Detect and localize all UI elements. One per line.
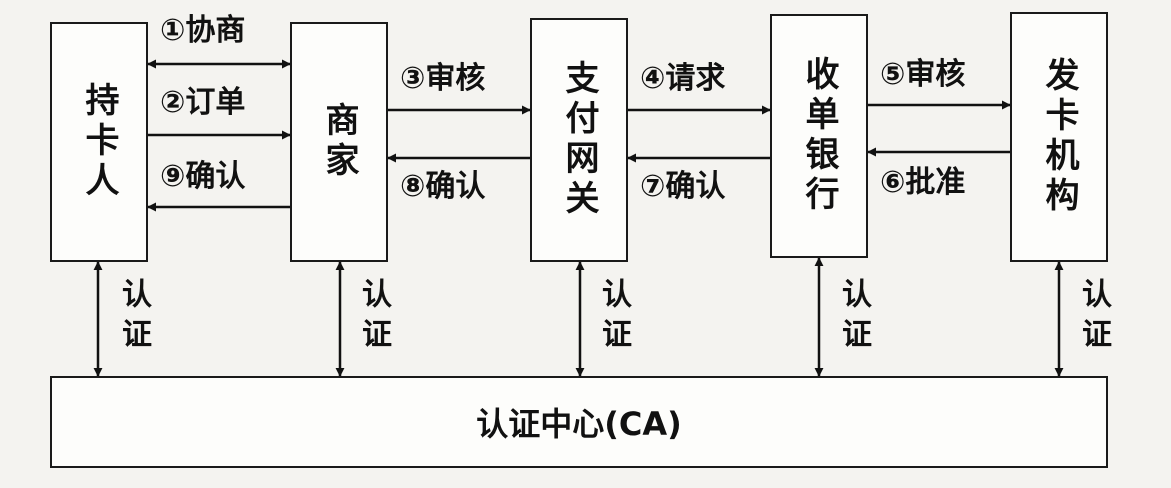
- flow-label-5: ⑤审核: [880, 57, 966, 92]
- merchant-label: 商家: [319, 102, 359, 182]
- flow-label-7: ⑦确认: [640, 169, 726, 204]
- flow-label-6: ⑥批准: [880, 165, 966, 200]
- flow-label-1: ①协商: [160, 13, 246, 48]
- issuer-box: 发卡机构: [1010, 12, 1108, 262]
- gateway-box: 支付网关: [530, 18, 628, 262]
- flow-label-9: ⑨确认: [160, 159, 246, 194]
- gateway-label: 支付网关: [559, 60, 599, 220]
- flow-label-4: ④请求: [640, 61, 726, 96]
- auth-label-merchant: 认证: [356, 278, 391, 358]
- acquirer-box: 收单银行: [770, 14, 868, 258]
- auth-label-acquirer: 认证: [836, 278, 871, 358]
- auth-label-issuer: 认证: [1076, 278, 1111, 358]
- auth-label-gateway: 认证: [596, 278, 631, 358]
- issuer-label: 发卡机构: [1039, 57, 1079, 217]
- flow-label-8: ⑧确认: [400, 169, 486, 204]
- merchant-box: 商家: [290, 22, 388, 262]
- cardholder-box: 持卡人: [50, 22, 148, 262]
- flow-label-3: ③审核: [400, 61, 486, 96]
- auth-label-cardholder: 认证: [116, 278, 151, 358]
- flow-label-2: ②订单: [160, 85, 246, 120]
- acquirer-label: 收单银行: [799, 56, 839, 216]
- ca-box: 认证中心(CA): [50, 376, 1108, 468]
- cardholder-label: 持卡人: [79, 82, 119, 202]
- ca-label: 认证中心(CA): [476, 405, 682, 443]
